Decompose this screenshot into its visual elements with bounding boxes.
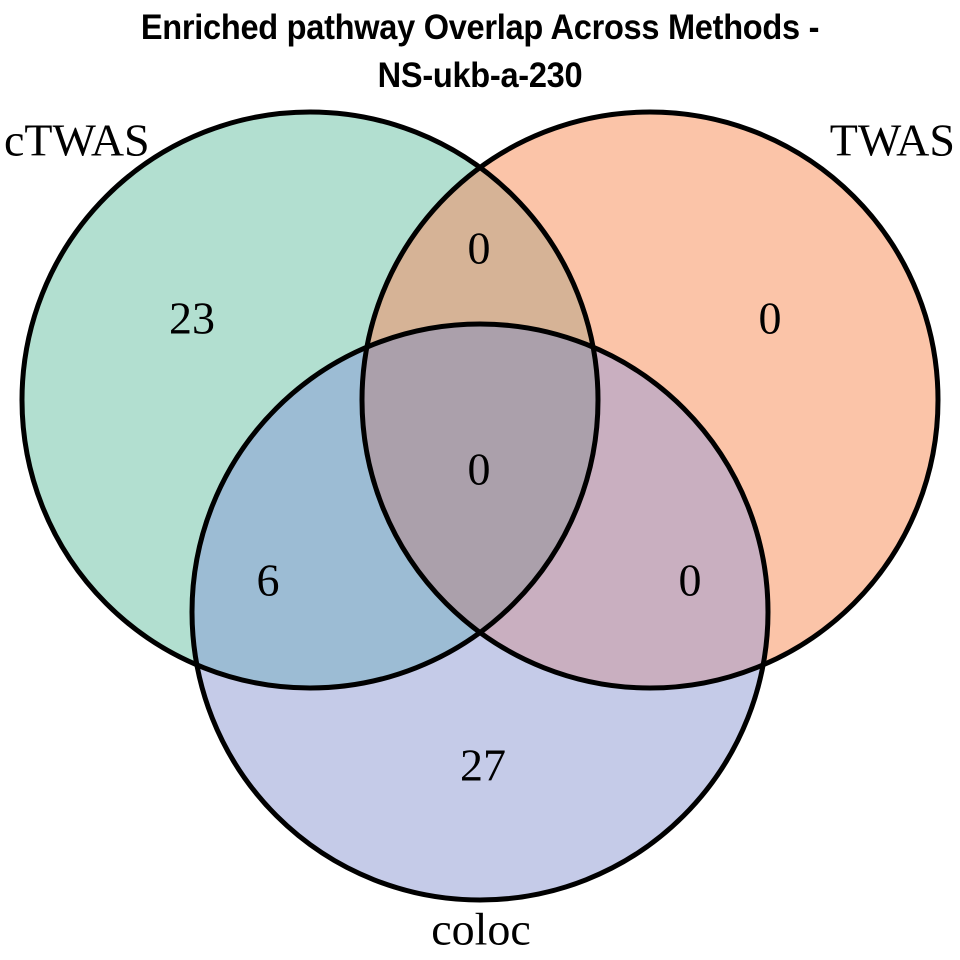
venn-outline-twas	[359, 109, 941, 691]
chart-title: Enriched pathway Overlap Across Methods …	[34, 0, 927, 100]
venn-count-coloc-only: 27	[460, 740, 506, 791]
venn-count-twas-coloc: 0	[679, 555, 702, 606]
venn-count-all-three: 0	[468, 444, 491, 495]
venn-outline-coloc	[189, 321, 771, 903]
venn-outline-ctwas	[19, 109, 601, 691]
venn-count-ctwas-only: 23	[169, 293, 215, 344]
venn-count-twas-only: 0	[759, 293, 782, 344]
venn-label-twas: TWAS	[830, 115, 955, 166]
venn-label-coloc: coloc	[431, 904, 531, 955]
overlap-all-three	[362, 324, 598, 688]
chart-title-line-1: Enriched pathway Overlap Across Methods …	[140, 8, 820, 47]
venn-label-ctwas: cTWAS	[4, 115, 150, 166]
venn-count-ctwas-coloc: 6	[257, 555, 280, 606]
chart-title-line-2: NS-ukb-a-230	[377, 56, 583, 95]
venn-count-ctwas-twas: 0	[468, 223, 491, 274]
